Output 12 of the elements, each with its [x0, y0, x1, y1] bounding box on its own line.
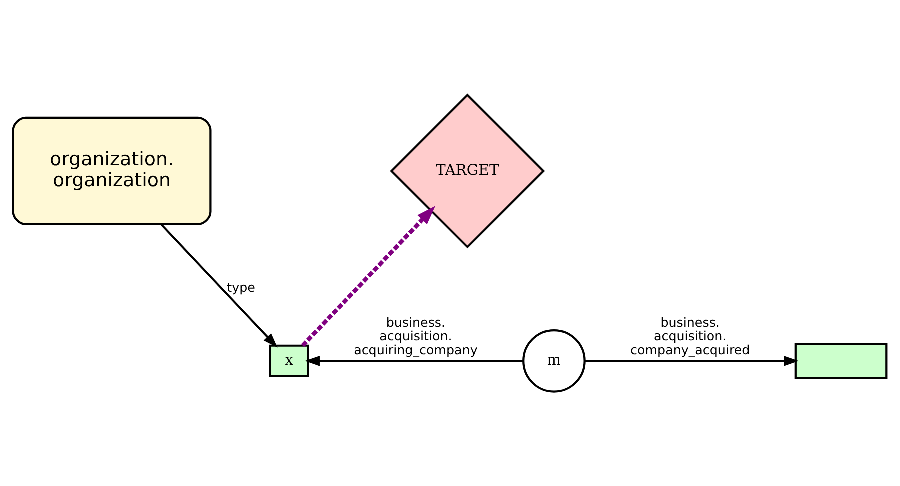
arrow: [301, 206, 436, 347]
node-diamond: TARGET: [390, 93, 546, 248]
edge-label: business. acquisition. company_acquired: [630, 314, 750, 357]
arrow: [584, 356, 799, 366]
arrow: [160, 223, 278, 348]
node-circle: m: [522, 329, 586, 392]
arrow: [305, 356, 524, 366]
node-box: [794, 342, 888, 379]
node-box: x: [269, 344, 310, 378]
node-box: organization. organization: [12, 116, 212, 226]
edge-label: business. acquisition. acquiring_company: [354, 314, 478, 357]
edge-label: type: [227, 280, 256, 295]
